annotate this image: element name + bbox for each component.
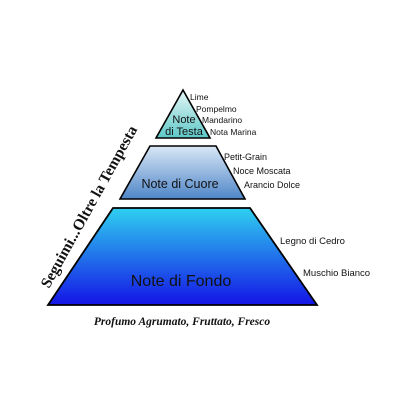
middle-note-label: Arancio Dolce: [244, 180, 300, 190]
base-tier-title: Note di Fondo: [131, 273, 232, 290]
top-note-label: Mandarino: [202, 115, 242, 125]
top-note-label: Nota Marina: [210, 127, 257, 137]
base-tier-shape: [46, 207, 319, 306]
base-note-label: Muschio Bianco: [303, 268, 370, 279]
top-note-label: Lime: [190, 92, 209, 102]
top-tier-shape: [154, 88, 212, 139]
middle-tier-shape: [118, 145, 247, 200]
middle-note-label: Petit-Grain: [224, 152, 267, 162]
top-note-label: Pompelmo: [196, 104, 237, 114]
caption: Profumo Agrumato, Fruttato, Fresco: [94, 316, 271, 328]
top-tier-title-line-2: di Testa: [165, 126, 204, 138]
base-note-label: Legno di Cedro: [280, 236, 345, 247]
middle-tier-title: Note di Cuore: [141, 177, 218, 191]
top-tier-title-line-1: Note: [172, 114, 195, 126]
middle-note-label: Noce Moscata: [233, 166, 291, 176]
